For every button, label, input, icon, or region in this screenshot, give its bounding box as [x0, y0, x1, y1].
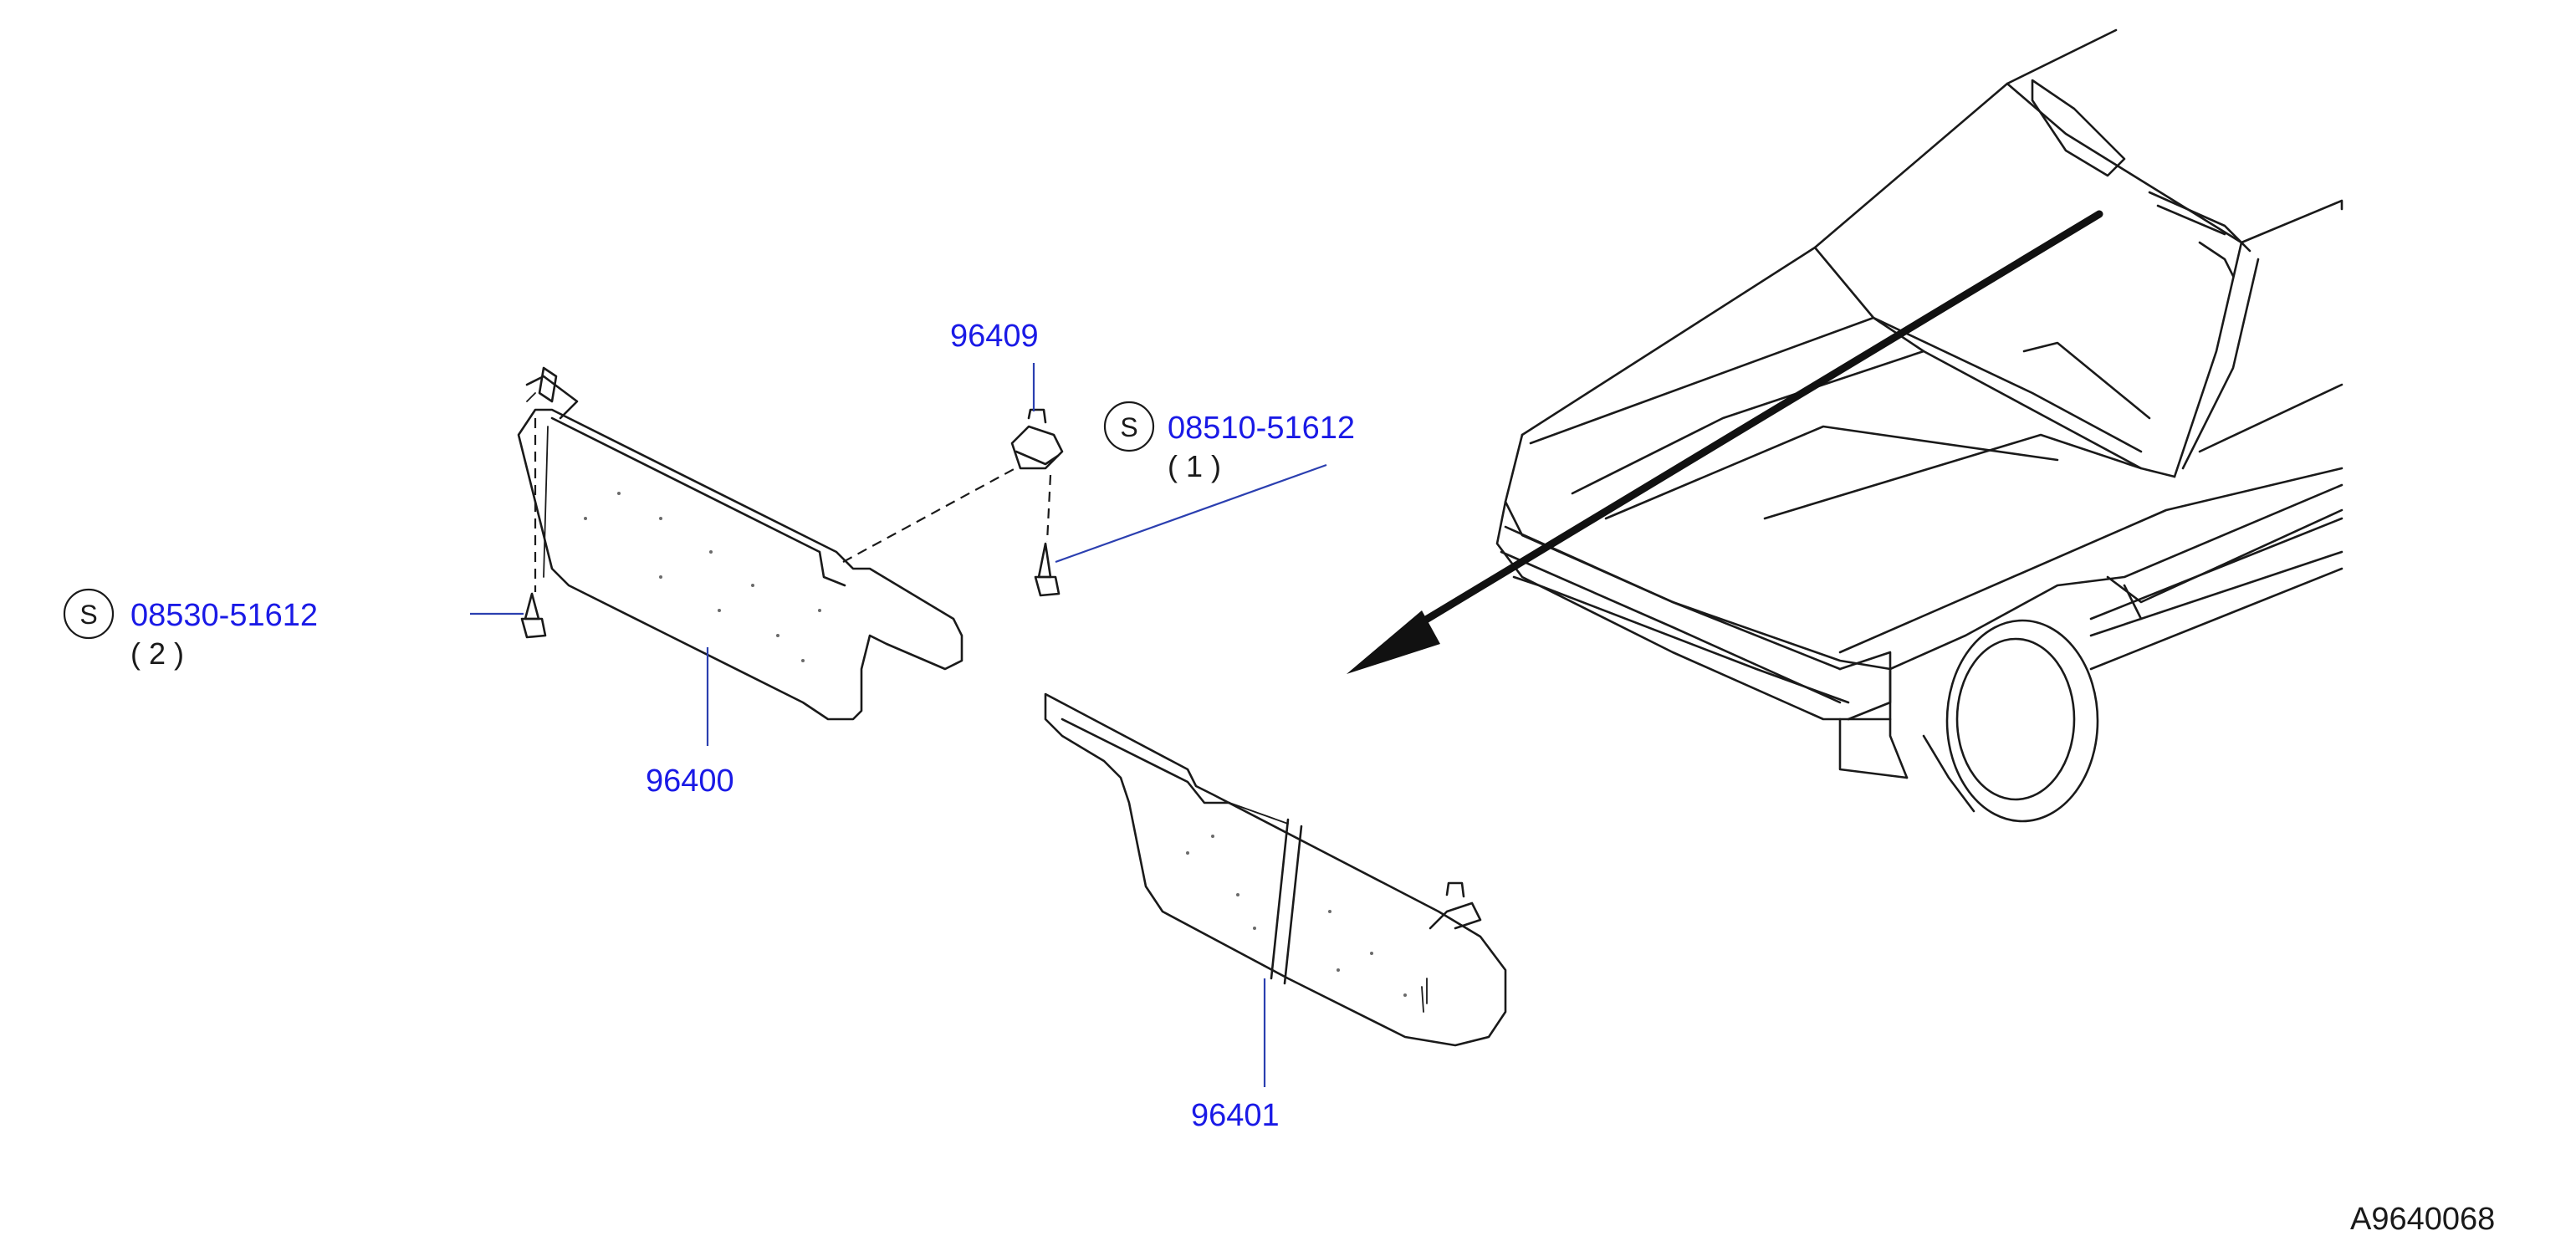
- standard-part-letter-lh: S: [79, 600, 97, 630]
- callout-sunvisor-lh: 96400: [646, 763, 734, 799]
- callout-screw-lh: 08530-51612: [130, 598, 318, 633]
- assembly-lines: [534, 418, 1052, 592]
- callout-holder: 96409: [950, 319, 1039, 354]
- standard-part-letter-rh: S: [1120, 412, 1137, 442]
- standard-part-symbol-rh: [1103, 401, 1155, 452]
- screw-lh: [520, 592, 547, 639]
- callout-screw-rh-qty: ( 1 ): [1168, 449, 1221, 483]
- visor-holder: [1010, 408, 1064, 470]
- sun-visor-lh: [517, 366, 963, 721]
- sun-visor-rh: [1044, 692, 1507, 1047]
- car-illustration: [1495, 28, 2343, 823]
- callout-sunvisor-rh: 96401: [1191, 1098, 1280, 1133]
- standard-part-symbol-lh: [63, 588, 115, 640]
- callout-screw-rh: 08510-51612: [1168, 411, 1355, 446]
- callout-screw-lh-qty: ( 2 ): [130, 636, 184, 671]
- diagram-reference-code: A9640068: [2350, 1202, 2495, 1237]
- direction-arrow: [1347, 210, 2103, 674]
- screw-rh: [1034, 542, 1061, 597]
- leader-lines: [470, 363, 1327, 1087]
